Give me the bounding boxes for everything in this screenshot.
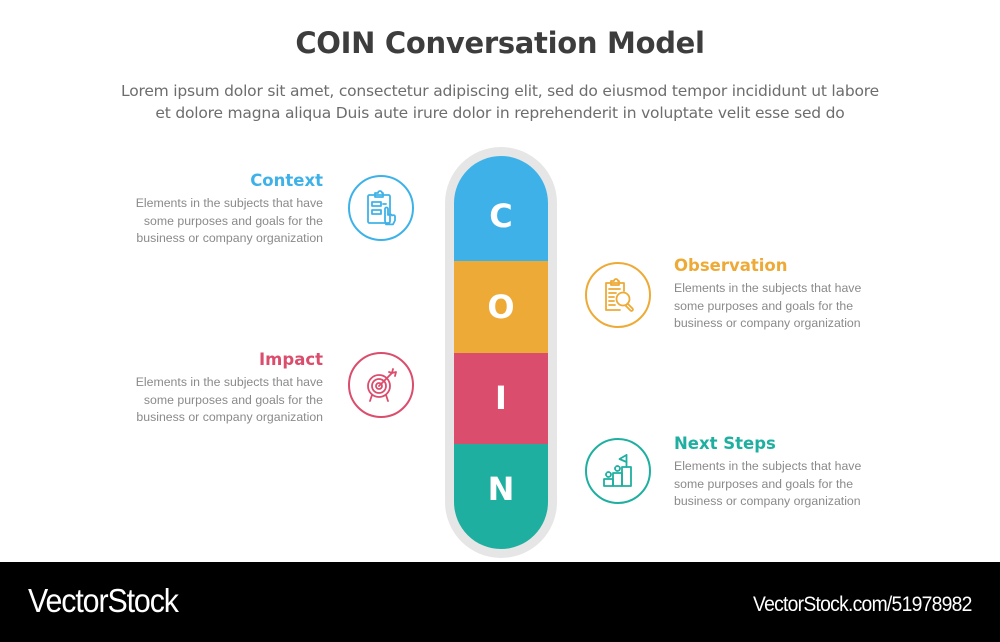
segment-n[interactable]: N: [454, 443, 548, 549]
segment-c[interactable]: C: [454, 156, 548, 262]
item-heading: Impact: [259, 350, 323, 369]
subtitle-line: Lorem ipsum dolor sit amet, consectetur …: [121, 82, 879, 100]
clipboard-magnifier-icon: [605, 278, 634, 312]
item-description: Elements in the subjects that have some …: [674, 280, 914, 333]
desc-line: Elements in the subjects that have: [674, 459, 862, 473]
item-heading: Next Steps: [674, 434, 776, 453]
desc-line: Elements in the subjects that have: [135, 196, 323, 210]
subtitle-line: et dolore magna aliqua Duis aute irure d…: [155, 104, 845, 122]
footer-bar: VectorStock VectorStock.com/51978982: [0, 562, 1000, 642]
impact-icon-circle: [348, 352, 414, 418]
item-description: Elements in the subjects that have some …: [83, 374, 323, 427]
item-next-steps: Next Steps Elements in the subjects that…: [674, 434, 914, 511]
desc-line: business or company organization: [136, 410, 323, 424]
desc-line: some purposes and goals for the: [674, 298, 854, 313]
item-impact: Impact Elements in the subjects that hav…: [83, 350, 323, 427]
footer-brand-logo[interactable]: VectorStock: [28, 582, 179, 619]
desc-line: business or company organization: [674, 494, 861, 508]
segment-o[interactable]: O: [454, 261, 548, 353]
item-heading: Observation: [674, 256, 788, 275]
item-context: Context Elements in the subjects that ha…: [83, 171, 323, 248]
item-observation: Observation Elements in the subjects tha…: [674, 256, 914, 333]
coin-capsule: C O I N: [454, 156, 548, 549]
subtitle: Lorem ipsum dolor sit amet, consectetur …: [0, 80, 1000, 124]
desc-line: some purposes and goals for the: [143, 213, 323, 228]
page-title: COIN Conversation Model: [295, 26, 705, 60]
footer-reference-link[interactable]: VectorStock.com/51978982: [753, 593, 972, 616]
desc-line: business or company organization: [136, 231, 323, 245]
clipboard-hand-icon: [367, 190, 396, 226]
steps-flag-icon: [603, 454, 632, 487]
desc-line: some purposes and goals for the: [143, 392, 323, 407]
desc-line: business or company organization: [674, 316, 861, 330]
desc-line: some purposes and goals for the: [674, 476, 854, 491]
segment-i[interactable]: I: [454, 352, 548, 444]
item-description: Elements in the subjects that have some …: [674, 458, 914, 511]
item-description: Elements in the subjects that have some …: [83, 195, 323, 248]
context-icon-circle: [348, 175, 414, 241]
item-heading: Context: [250, 171, 323, 190]
desc-line: Elements in the subjects that have: [135, 375, 323, 389]
next-steps-icon-circle: [585, 438, 651, 504]
observation-icon-circle: [585, 262, 651, 328]
desc-line: Elements in the subjects that have: [674, 281, 862, 295]
target-arrow-icon: [367, 368, 397, 402]
